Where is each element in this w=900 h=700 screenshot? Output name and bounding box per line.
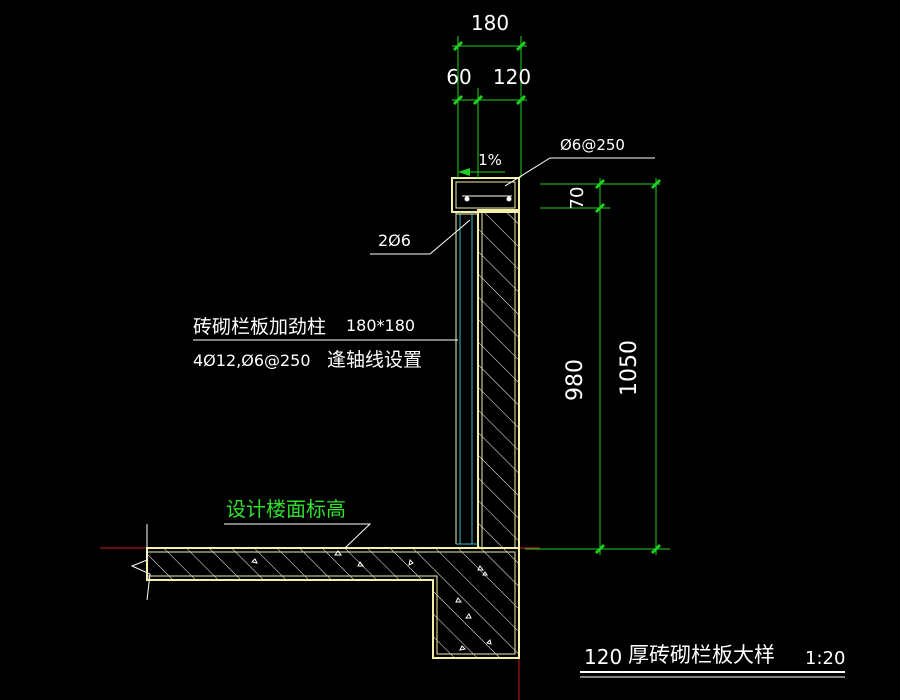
dimension-ticks [452,40,662,555]
brick-parapet-wall [477,209,520,549]
title-thickness: 120 [584,645,622,669]
slab-break-line [130,524,151,601]
column-note: 逢轴线设置 [327,349,422,371]
dim-total-height: 1050 [617,340,642,396]
dim-top-right: 120 [493,65,531,89]
slope-label: 1% [478,151,502,169]
dim-top-total: 180 [471,11,509,35]
floor-slab-and-beam [146,547,520,659]
cap-bars-label: 2Ø6 [378,231,411,250]
dim-wall-height: 980 [563,359,588,401]
column-size: 180*180 [346,316,415,335]
cap-rebar-label: Ø6@250 [560,136,625,154]
slab-inner-outline [147,551,516,655]
cap-rebar-left [464,196,470,202]
cap-rebar-right [506,196,512,202]
leader-lines [193,157,655,549]
title-scale: 1:20 [805,648,845,669]
concrete-aggregate-marks [250,550,492,651]
parapet-cap [451,177,520,213]
dim-cap-height: 70 [567,187,588,210]
dim-top-left: 60 [446,65,471,89]
title-name: 厚砖砌栏板大样 [628,643,775,667]
dimension-lines [452,36,670,555]
parapet-cap-inner [455,181,516,209]
slope-arrow-head [458,168,470,176]
column-title: 砖砌栏板加劲柱 [193,316,326,338]
floor-level-label: 设计楼面标高 [226,497,346,521]
column-rebar: 4Ø12,Ø6@250 [193,351,311,370]
